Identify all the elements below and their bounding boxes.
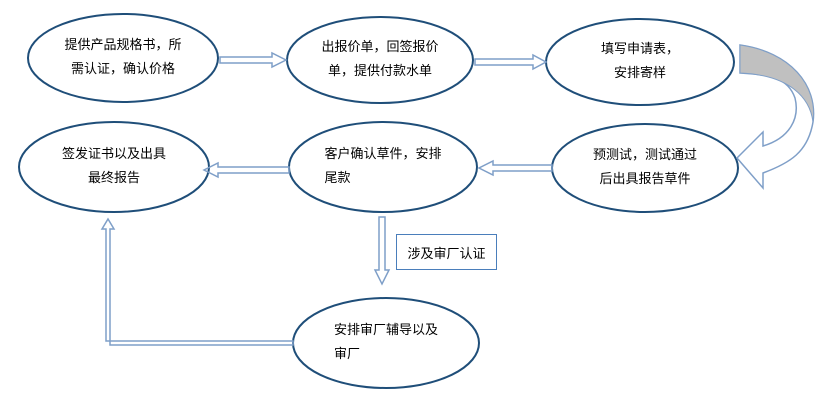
arrow-step5-to-step7 <box>373 216 391 286</box>
step2-line2: 单，提供付款水单 <box>327 64 432 79</box>
arrow-step1-to-step2 <box>219 51 288 69</box>
step2-label: 出报价单，回签报价单，提供付款水单 <box>290 26 470 94</box>
branch-label-box: 涉及审厂认证 <box>396 234 497 270</box>
step7-line1: 安排审厂辅导以及 <box>333 323 438 338</box>
arrow-step7-to-step6 <box>100 217 294 346</box>
step6-label: 签发证书以及出具最终报告 <box>24 133 204 201</box>
step4-line2: 后出具报告草件 <box>599 172 691 187</box>
step4-line1: 预测试，测试通过 <box>592 148 697 163</box>
step7-line2: 审厂 <box>333 347 360 362</box>
step1-line2: 需认证，确认价格 <box>70 62 175 77</box>
step3-label: 填写申请表， 安排寄样 <box>550 28 730 96</box>
step2-line1: 出报价单，回签报价 <box>321 40 439 55</box>
step1-label: 提供产品规格书，所需认证，确认价格 <box>33 24 213 92</box>
step5-line2: 尾款 <box>324 171 351 186</box>
step6-line1: 签发证书以及出具 <box>61 147 166 162</box>
step3-line1: 填写申请表， <box>600 42 679 57</box>
arrow-step4-to-step5 <box>477 159 553 177</box>
step3-line2: 安排寄样 <box>613 66 666 81</box>
step1-line1: 提供产品规格书，所 <box>64 38 182 53</box>
arrow-step2-to-step3 <box>474 53 548 71</box>
step6-line2: 最终报告 <box>87 171 140 186</box>
step4-label: 预测试，测试通过后出具报告草件 <box>555 134 735 202</box>
step7-label: 安排审厂辅导以及审厂 <box>296 309 476 377</box>
step1-ellipse <box>27 13 219 103</box>
curved-arrow-shade <box>739 44 815 123</box>
step5-label: 客户确认草件，安排尾款 <box>293 133 473 201</box>
arrow-step5-to-step6 <box>202 161 290 179</box>
step5-line1: 客户确认草件，安排 <box>324 147 442 162</box>
branch-label-text: 涉及审厂认证 <box>407 246 486 262</box>
